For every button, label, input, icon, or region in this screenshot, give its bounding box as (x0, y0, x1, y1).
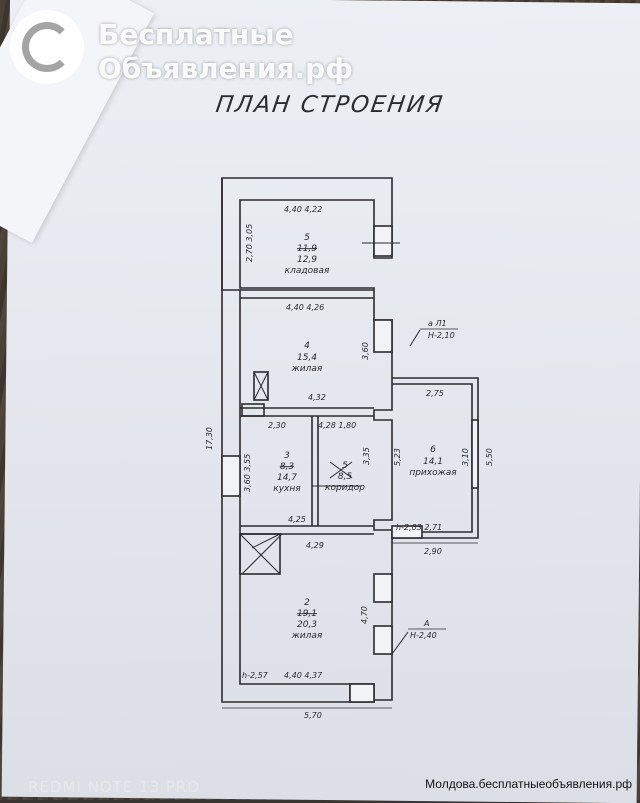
dim-r5-top: 4,40 4,22 (284, 205, 322, 214)
room-3-area-old: 8,3 (280, 462, 295, 472)
corridor-number: 5 (342, 461, 348, 471)
dim-corridor-side: 3,35 (362, 447, 371, 465)
door-front (349, 683, 375, 703)
site-caption: Молдова.бесплатныеобъявления.рф (425, 777, 632, 791)
dim-kitchen-bottom: 4,25 (288, 515, 306, 524)
watermark-logo: Бесплатные Объявления.рф (10, 8, 353, 90)
room-5-area: 12,9 (297, 255, 317, 265)
dim-kitchen-side: 3,60 3,55 (243, 454, 252, 492)
dim-r4-bottom: 4,32 (308, 393, 326, 402)
hall-area: 14,1 (423, 457, 443, 467)
porch-label: а Л1 (428, 319, 447, 328)
logo-icon (10, 10, 84, 84)
dim-hall-side: 5,50 (485, 448, 494, 466)
dim-r2-side: 4,70 (360, 606, 369, 624)
hall-name: прихожая (409, 468, 457, 478)
dim-r5-side: 2,70 3,05 (245, 224, 254, 262)
room-3-name: кухня (273, 484, 301, 494)
main-height: Н-2,40 (410, 631, 437, 640)
room-5-number: 5 (304, 233, 310, 243)
room-4-name: жилая (291, 364, 323, 374)
dim-total-height: 17,30 (205, 427, 214, 450)
hall-number: 6 (430, 445, 436, 455)
camera-caption: REDMI NOTE 13 PRO (28, 778, 201, 796)
room-2-number: 2 (304, 598, 310, 608)
window-kitchen (221, 455, 241, 497)
dim-hall-side-left: 5,23 (393, 448, 402, 466)
corridor-name: коридор (325, 483, 365, 493)
dim-hall-bottom-inner: h-2,03 2,71 (396, 523, 442, 532)
room-5-area-old: 11,9 (297, 244, 317, 254)
room-4-area: 15,4 (297, 353, 317, 363)
window-hall (471, 419, 479, 489)
stove-2 (241, 403, 265, 417)
dim-r4-top: 4,40 4,26 (286, 303, 324, 312)
watermark-line-2: Объявления.рф (98, 52, 353, 85)
dim-r2-bottom: 4,40 4,37 (284, 671, 323, 680)
window-r2-b (373, 625, 393, 655)
dim-hall-top: 2,75 (426, 389, 444, 398)
stair-box (239, 533, 281, 575)
dim-h-left: h-2,57 (242, 671, 269, 680)
porch-height: Н-2,10 (428, 331, 455, 340)
corridor-area: 8,5 (338, 472, 353, 482)
room-2-name: жилая (291, 631, 323, 641)
window-r5 (373, 225, 393, 257)
stove (253, 371, 269, 401)
main-label: А (423, 619, 429, 628)
room-4-number: 4 (304, 341, 310, 351)
window-r4 (373, 319, 393, 353)
door-hall (391, 525, 423, 539)
room-3-number: 3 (284, 451, 290, 461)
dim-total-width: 5,70 (304, 711, 322, 720)
room-3-area: 14,7 (277, 473, 297, 483)
room-5-name: кладовая (285, 266, 330, 276)
dim-corridor-top: 4,28 1,80 (318, 421, 356, 430)
dim-r4-side: 3,60 (361, 342, 370, 360)
room-2-area: 20,3 (297, 620, 317, 630)
watermark-line-1: Бесплатные (98, 18, 294, 51)
window-r2-a (373, 573, 393, 603)
dim-hall-side-inner: 3,10 (461, 448, 470, 466)
dim-hall-bottom: 2,90 (424, 547, 442, 556)
dim-kitchen-top: 2,30 (268, 421, 286, 430)
room-2-area-old: 19,1 (297, 609, 317, 619)
dim-r2-top: 4,29 (306, 541, 324, 550)
